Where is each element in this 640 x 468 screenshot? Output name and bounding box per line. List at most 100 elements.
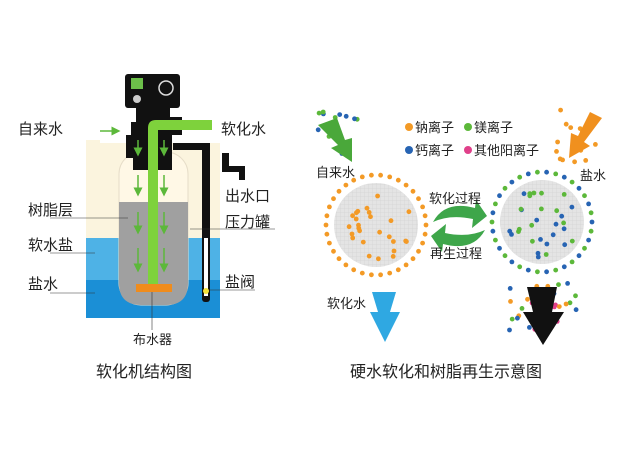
label-resin-layer: 树脂层 (28, 201, 73, 219)
label-pressure-tank: 压力罐 (225, 213, 270, 231)
ion-dot (539, 190, 544, 196)
ion-dot (386, 234, 392, 240)
right-title: 硬水软化和树脂再生示意图 (350, 362, 542, 381)
ion-dot (352, 116, 357, 122)
softening-process-arrow (433, 200, 487, 228)
ion-dot (391, 239, 396, 244)
ion-dot (556, 304, 562, 309)
ion-dot (509, 259, 515, 265)
ion-dot (531, 190, 537, 196)
ion-dot (324, 231, 330, 237)
ion-dot (586, 201, 591, 207)
ion-dot (561, 264, 567, 270)
ion-dot (343, 113, 349, 119)
ion-dot (521, 191, 527, 197)
ion-dot (502, 185, 508, 191)
ion-dot (527, 191, 533, 197)
legend-magnesium: 镁离子 (474, 120, 513, 136)
ion-dot (535, 169, 540, 175)
ion-dot (355, 208, 361, 214)
label-soft-water-right: 软化水 (327, 297, 366, 312)
ion-dot (336, 188, 342, 194)
ion-dot (558, 107, 563, 113)
ion-dot (576, 185, 582, 191)
ion-dot (508, 299, 513, 304)
ion-dot (586, 237, 591, 243)
ion-dot (423, 222, 429, 228)
ion-dot (395, 267, 401, 273)
ion-dot (497, 193, 502, 199)
ion-dot (489, 219, 495, 225)
legend-dot-sodium (405, 123, 413, 131)
ion-dot (563, 121, 569, 127)
ion-dot (525, 171, 531, 177)
ion-dot (554, 208, 560, 214)
ion-dot (331, 196, 336, 202)
ion-dot (534, 217, 540, 223)
flow-arrows (100, 126, 169, 273)
ion-dot (561, 174, 567, 180)
ion-dot (561, 192, 567, 197)
ion-dot (538, 237, 543, 242)
ion-dot (378, 272, 383, 278)
ion-dot (573, 293, 578, 299)
ion-dot (589, 219, 595, 225)
ion-dot (350, 213, 355, 219)
ion-dot (390, 254, 396, 259)
ion-dot (535, 254, 541, 260)
ion-dot (422, 231, 428, 237)
legend: 钠离子 镁离子 钙离子 其他阳离子 (405, 120, 539, 159)
label-tap-water-right: 自来水 (316, 166, 355, 181)
ion-dot (569, 238, 575, 244)
ion-dot (572, 159, 577, 165)
ion-dot (376, 256, 381, 262)
ion-dot (343, 182, 349, 188)
regeneration-process-arrow (431, 224, 485, 252)
label-brine: 盐水 (28, 275, 58, 293)
outlet-spout (222, 153, 245, 180)
label-softening-process: 软化过程 (429, 192, 481, 207)
ion-dot (315, 127, 321, 133)
ion-dot (346, 224, 352, 230)
distributor (136, 284, 172, 292)
ion-dot (366, 253, 372, 259)
ion-dot (517, 174, 523, 180)
label-softening-salt: 软水盐 (28, 236, 73, 254)
ion-dot (515, 315, 520, 321)
ion-dot (563, 301, 569, 307)
legend-dot-magnesium (464, 123, 472, 131)
ion-dot (406, 209, 412, 215)
ion-dot (403, 262, 409, 268)
waste-arrow (523, 287, 564, 345)
ion-dot (351, 267, 357, 273)
ion-dot (375, 193, 380, 199)
ion-dot (544, 241, 550, 247)
ion-dot (569, 259, 575, 265)
ion-dot (569, 179, 575, 185)
ion-dot (525, 296, 530, 302)
ion-dot (529, 222, 535, 228)
ion-dot (507, 286, 513, 291)
ion-dot (416, 196, 421, 202)
legend-other-cations: 其他阳离子 (474, 143, 539, 159)
ion-dot (588, 228, 594, 234)
ion-dot (327, 204, 332, 210)
ion-dot (351, 177, 357, 183)
ion-dot (555, 139, 560, 145)
ion-dot (366, 210, 372, 215)
ion-dot (343, 262, 349, 268)
controller-button-icon (133, 95, 141, 103)
ion-dot (565, 281, 570, 286)
left-title: 软化机结构图 (96, 362, 192, 381)
brine-valve-window (204, 238, 208, 296)
ion-dot (404, 239, 409, 245)
tap-water-arrow (318, 118, 352, 162)
ion-dot (561, 220, 566, 226)
label-outlet: 出水口 (225, 187, 270, 205)
ion-exchange-diagram: 软化过程 再生过程 自来水 盐水 软化水 钠离子 镁离子 钙离子 其他阳离子 硬… (315, 107, 606, 381)
ion-dot (519, 306, 525, 311)
ion-dot (323, 222, 329, 228)
legend-dot-calcium (405, 146, 413, 154)
legend-sodium: 钠离子 (415, 120, 454, 136)
